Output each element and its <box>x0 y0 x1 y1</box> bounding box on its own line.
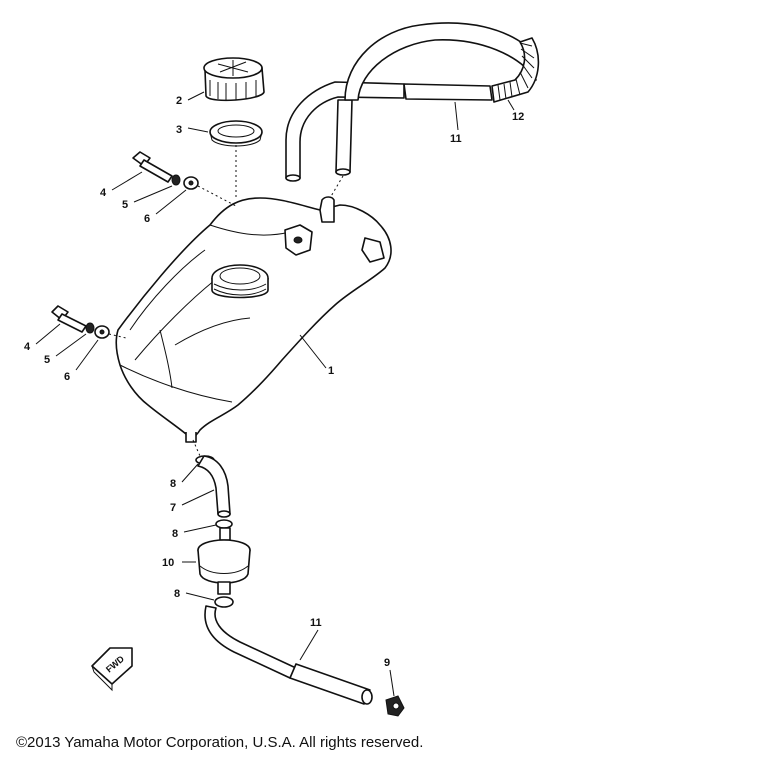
leader-line-6b <box>75 339 99 371</box>
upper-bolt-set <box>132 151 199 190</box>
fuel-pipe <box>197 455 231 518</box>
leader-line-2 <box>187 91 205 101</box>
leader-line-8c <box>185 592 215 601</box>
front-direction-arrow-icon: FWD <box>91 647 133 692</box>
leader-line-11b <box>299 629 319 661</box>
leader-line-12 <box>507 99 515 111</box>
callout-4a: 4 <box>100 187 107 199</box>
callout-10: 10 <box>162 557 174 569</box>
leader-line-4a <box>111 171 143 191</box>
callout-11b: 11 <box>310 617 322 629</box>
leader-line-5b <box>55 333 87 357</box>
callout-1: 1 <box>328 365 334 377</box>
leader-line-11a <box>454 101 459 131</box>
assembly-line-upper-bolt <box>197 185 237 207</box>
callout-8c: 8 <box>174 588 180 600</box>
callout-2: 2 <box>176 95 182 107</box>
callout-5a: 5 <box>122 199 128 211</box>
callout-4b: 4 <box>24 341 31 353</box>
leader-line-6a <box>155 189 187 215</box>
callout-11a: 11 <box>450 133 462 145</box>
leader-line-3 <box>187 127 209 133</box>
fuel-filter <box>197 527 251 595</box>
fuel-tank <box>115 196 392 443</box>
copyright-notice: ©2013 Yamaha Motor Corporation, U.S.A. A… <box>16 734 424 751</box>
callout-6a: 6 <box>144 213 150 225</box>
callout-12: 12 <box>512 111 524 123</box>
leader-line-9 <box>389 669 395 697</box>
clip-middle <box>215 519 233 529</box>
vent-hose <box>285 22 540 182</box>
callout-8b: 8 <box>172 528 178 540</box>
callout-5b: 5 <box>44 354 50 366</box>
leader-line-5a <box>133 185 173 203</box>
leader-line-7 <box>181 489 215 506</box>
callout-9: 9 <box>384 657 390 669</box>
clip-lower <box>214 596 234 608</box>
leader-line-1 <box>299 334 327 369</box>
callout-7: 7 <box>170 502 176 514</box>
lower-fuel-hose <box>204 605 373 705</box>
leader-line-8a <box>181 463 199 483</box>
leader-line-4b <box>35 323 61 345</box>
callout-3: 3 <box>176 124 182 136</box>
leader-line-8b <box>183 524 217 533</box>
hose-clamp <box>385 695 405 717</box>
assembly-line-hose <box>329 175 344 199</box>
callout-8a: 8 <box>170 478 176 490</box>
cap-gasket <box>209 120 263 147</box>
callout-6b: 6 <box>64 371 70 383</box>
lower-bolt-set <box>51 305 110 339</box>
fuel-cap <box>203 57 265 102</box>
